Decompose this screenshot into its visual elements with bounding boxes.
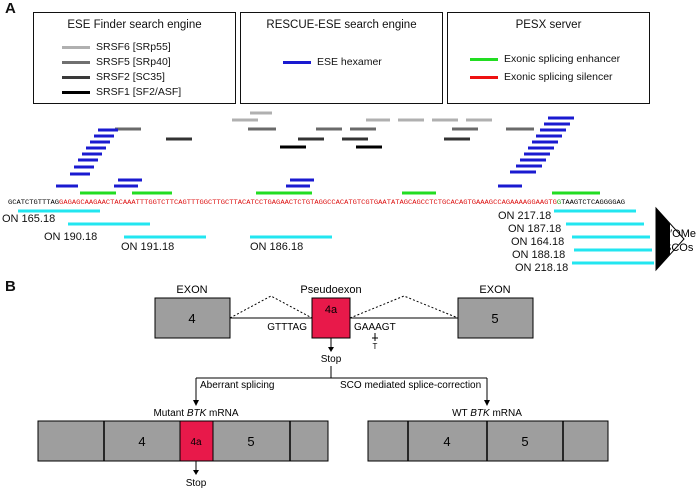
sco-label-164: ON 164.18 bbox=[511, 236, 564, 248]
legend-item-ess: Exonic splicing silencer bbox=[470, 71, 613, 83]
branch-right-arrow bbox=[484, 400, 490, 406]
mutant-stop-arrow-head bbox=[193, 470, 199, 475]
wt-mrna-gene: BTK bbox=[470, 408, 491, 419]
mutant-mrna-suffix: mRNA bbox=[206, 408, 239, 419]
legend-item-srsf2: SRSF2 [SC35] bbox=[62, 71, 165, 83]
sco-label-187: ON 187.18 bbox=[508, 223, 561, 235]
mutation-base: T bbox=[373, 342, 378, 351]
sco-label-186: ON 186.18 bbox=[250, 241, 303, 253]
splice-arc-left bbox=[229, 295, 313, 319]
branch-right-label: SCO mediated splice-correction bbox=[340, 380, 481, 391]
wt-mrna-prefix: WT bbox=[452, 408, 470, 419]
legend-swatch bbox=[62, 45, 90, 49]
pseudoexon-number: 4a bbox=[325, 304, 338, 316]
motif-bars bbox=[115, 111, 534, 149]
sco-label-188: ON 188.18 bbox=[512, 249, 565, 261]
sco-label-190: ON 190.18 bbox=[44, 231, 97, 243]
stop-arrow-head bbox=[328, 347, 334, 352]
legend-swatch bbox=[470, 57, 498, 61]
legend-item-srsf1: SRSF1 [SF2/ASF] bbox=[62, 86, 181, 98]
legend-swatch bbox=[62, 75, 90, 79]
legend-swatch bbox=[283, 60, 311, 64]
exon-4-title: EXON bbox=[176, 284, 207, 296]
pseudoexon-title: Pseudoexon bbox=[300, 284, 361, 296]
sequence-pseudoexon: GAGAGCAAGAACTACAAATTTGGTCTTCAGTTTGGCTTGC… bbox=[59, 199, 557, 206]
wt-mrna-exon-4: 4 bbox=[443, 434, 450, 449]
rescue-ese-legend: RESCUE-ESE search engine ESE hexamer bbox=[240, 12, 443, 104]
mutant-mrna-label: Mutant BTK mRNA bbox=[153, 408, 238, 419]
mutant-mrna-prefix: Mutant bbox=[153, 408, 186, 419]
splice-arc-right bbox=[349, 295, 459, 319]
mutant-mrna-exon-4: 4 bbox=[138, 434, 145, 449]
legend-swatch bbox=[470, 75, 498, 79]
legend-item-ese: Exonic splicing enhancer bbox=[470, 53, 620, 65]
mutant-mrna-gene: BTK bbox=[187, 408, 208, 419]
mutant-mrna-exon-5: 5 bbox=[247, 434, 254, 449]
exon-5-title: EXON bbox=[479, 284, 510, 296]
wt-mrna-suffix: mRNA bbox=[490, 408, 523, 419]
sco-label-191: ON 191.18 bbox=[121, 241, 174, 253]
mutant-mrna: 4 4a 5 Stop bbox=[37, 420, 329, 489]
mutant-stop-label: Stop bbox=[186, 478, 207, 489]
sco-type-label-1: 2′OMe bbox=[664, 228, 696, 240]
legend-label: ESE hexamer bbox=[317, 56, 382, 68]
ese-finder-legend-title: ESE Finder search engine bbox=[67, 19, 202, 31]
legend-label: SRSF5 [SRp40] bbox=[96, 56, 171, 68]
mutant-mrna-exon-4a-label: 4a bbox=[190, 437, 202, 448]
exon-4-number: 4 bbox=[188, 311, 195, 326]
panel-a-letter: A bbox=[5, 0, 16, 17]
wt-mrna-exon-5: 5 bbox=[521, 434, 528, 449]
ese-finder-legend: ESE Finder search engine SRSF6 [SRp55] S… bbox=[33, 12, 236, 104]
sco-wedge-fill bbox=[656, 208, 670, 270]
legend-item-ese-hexamer: ESE hexamer bbox=[283, 56, 382, 68]
sequence-suffix: TAAGTCTCAGGGGAG bbox=[561, 199, 625, 206]
legend-label: SRSF6 [SRp55] bbox=[96, 41, 171, 53]
ese-hexamers-left bbox=[56, 128, 314, 188]
sco-label-165: ON 165.18 bbox=[2, 213, 55, 225]
panel-b-letter: B bbox=[5, 278, 16, 295]
wt-mrna: 4 5 bbox=[367, 420, 609, 462]
branch-left-arrow bbox=[193, 400, 199, 406]
legend-item-srsf6: SRSF6 [SRp55] bbox=[62, 41, 171, 53]
mutant-mrna-exon-4a bbox=[179, 420, 214, 462]
legend-label: SRSF1 [SF2/ASF] bbox=[96, 86, 182, 98]
wt-mrna-bar bbox=[367, 420, 609, 462]
ese-hexamers-right bbox=[498, 116, 574, 188]
legend-swatch bbox=[62, 90, 90, 94]
sco-type-label-2: SCOs bbox=[664, 242, 694, 254]
sco-label-218: ON 218.18 bbox=[515, 262, 568, 274]
sco-label-217: ON 217.18 bbox=[498, 210, 551, 222]
stop-label: Stop bbox=[321, 354, 342, 365]
splice-seq-right: GAAAGT bbox=[354, 322, 396, 333]
rescue-ese-legend-title: RESCUE-ESE search engine bbox=[266, 19, 417, 31]
legend-swatch bbox=[62, 60, 90, 64]
sequence-prefix: GCATCTGTTTAG bbox=[8, 199, 59, 206]
sequence-mutant-base: G bbox=[557, 199, 561, 206]
sco-labels: ON 165.18 ON 190.18 ON 191.18 ON 186.18 … bbox=[2, 210, 568, 274]
exon-5-box bbox=[457, 297, 534, 339]
legend-label: Exonic splicing silencer bbox=[504, 71, 613, 83]
wt-mrna-label: WT BTK mRNA bbox=[452, 408, 522, 419]
exon-5-number: 5 bbox=[491, 311, 498, 326]
splice-seq-left: GTTTAG bbox=[267, 322, 307, 333]
pesx-legend: PESX server Exonic splicing enhancer Exo… bbox=[447, 12, 650, 104]
legend-item-srsf5: SRSF5 [SRp40] bbox=[62, 56, 171, 68]
exon-4-box bbox=[154, 297, 231, 339]
branch-left-label: Aberrant splicing bbox=[200, 380, 274, 391]
legend-label: Exonic splicing enhancer bbox=[504, 53, 621, 65]
legend-label: SRSF2 [SC35] bbox=[96, 71, 165, 83]
sco-bars bbox=[18, 209, 654, 265]
pesx-legend-title: PESX server bbox=[515, 19, 582, 31]
